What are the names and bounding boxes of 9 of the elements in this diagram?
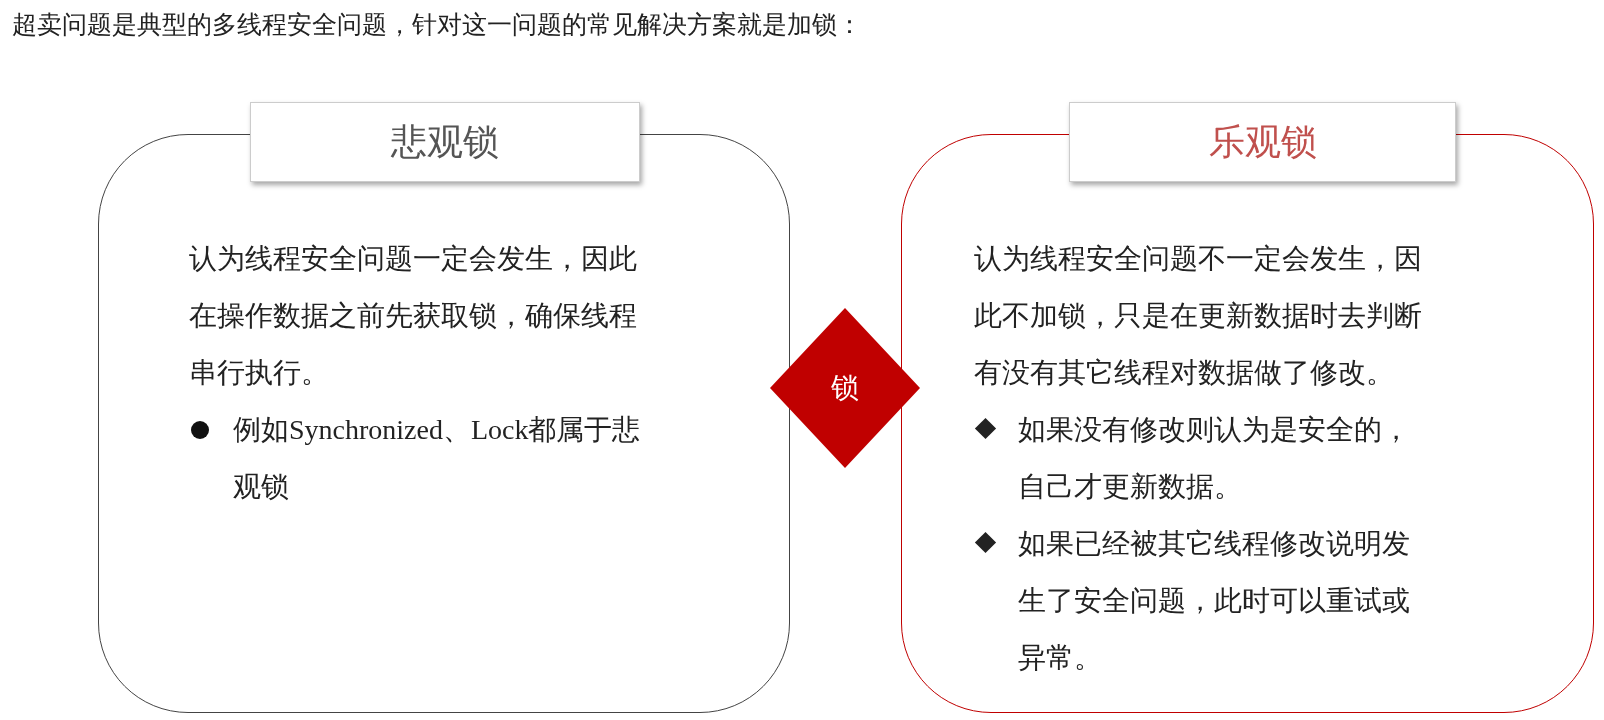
title-tab: 乐观锁 xyxy=(1069,102,1456,182)
bullet-text: 例如Synchronized、Lock都属于悲观锁 xyxy=(233,413,642,504)
bullet-text: 如果没有修改则认为是安全的，自己才更新数据。 xyxy=(1018,413,1411,504)
heading-text: 超卖问题是典型的多线程安全问题，针对这一问题的常见解决方案就是加锁： xyxy=(12,10,862,40)
bullet-text: 如果已经被其它线程修改说明发生了安全问题，此时可以重试或异常。 xyxy=(1018,527,1411,675)
title-tab: 悲观锁 xyxy=(250,102,640,182)
description-text: 认为线程安全问题一定会发生，因此在操作数据之前先获取锁，确保线程串行执行。 xyxy=(189,242,638,390)
diamond-label: 锁 xyxy=(831,371,859,405)
description-text: 认为线程安全问题不一定会发生，因此不加锁，只是在更新数据时去判断有没有其它线程对数据做了修改。 xyxy=(974,242,1423,390)
